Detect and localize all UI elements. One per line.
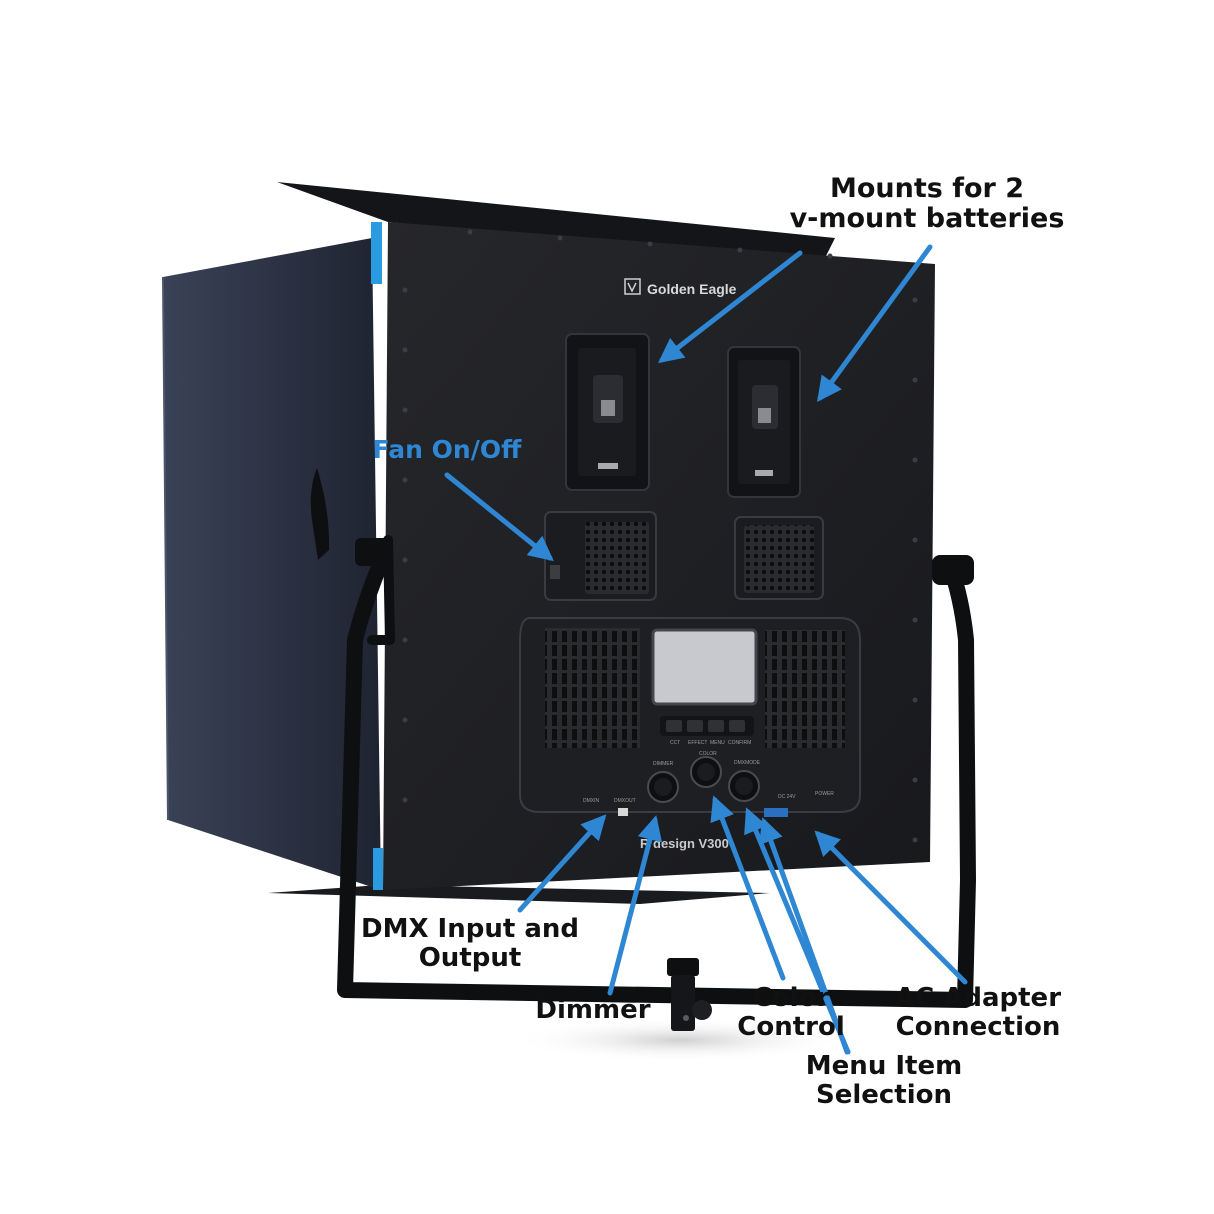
arrow-dimmer xyxy=(607,815,663,996)
button-label-cct: CCT xyxy=(670,740,680,746)
side-barndoor xyxy=(163,238,381,890)
vmount-plate-left xyxy=(565,333,650,491)
callout-menu-line-2: Selection xyxy=(815,1080,953,1111)
callout-menu-line-1: Menu Item xyxy=(805,1051,963,1081)
yoke-bracket xyxy=(337,535,976,1008)
button-label-effect: EFFECT xyxy=(688,740,707,746)
knob-label-dimmer: DIMMER xyxy=(653,761,674,767)
left-handle xyxy=(310,468,390,566)
knob-dmxmode xyxy=(728,770,760,802)
fan-box-right xyxy=(734,516,824,600)
model-name: R design V300 xyxy=(640,836,729,851)
callout-dmx: DMX Input and Output xyxy=(350,914,590,974)
vmount-plate-right xyxy=(727,346,801,498)
port-label-dc24v: DC 24V xyxy=(778,794,796,800)
bottom-barndoor xyxy=(268,885,770,904)
dc-port xyxy=(764,808,788,817)
hinge-strip-top xyxy=(371,222,382,284)
callout-color-line-1: Color xyxy=(752,983,830,1013)
arrow-mounts-right xyxy=(817,244,933,403)
callout-mounts-line-1: Mounts for 2 xyxy=(829,173,1025,204)
fan-box-left xyxy=(544,511,657,601)
callout-dimmer: Dimmer xyxy=(528,995,658,1025)
callout-color: Color Control xyxy=(722,983,860,1043)
golden-eagle-logo xyxy=(624,278,641,295)
port-label-dmxout: DMXOUT xyxy=(614,798,636,804)
callout-arrows xyxy=(444,244,968,1055)
port-label-dmxin: DMXIN xyxy=(583,798,600,804)
top-barndoor xyxy=(277,182,835,264)
knob-color xyxy=(690,756,722,788)
callout-mounts: Mounts for 2 v-mount batteries xyxy=(762,173,1092,235)
arrow-mounts-left xyxy=(658,250,803,364)
right-handle xyxy=(932,555,974,585)
callout-dmx-line-2: Output xyxy=(418,943,522,974)
panel-screws xyxy=(402,229,918,843)
callout-fan: Fan On/Off xyxy=(352,436,542,464)
knob-label-dmxmode: DMXMODE xyxy=(734,760,761,766)
brand-name: Golden Eagle xyxy=(647,281,737,297)
knob-label-color: COLOR xyxy=(699,751,717,757)
arrow-ac xyxy=(814,830,968,985)
knob-dimmer xyxy=(647,771,679,803)
floor-shadow xyxy=(510,1018,850,1062)
callout-fan-line-1: Fan On/Off xyxy=(372,435,522,464)
button-label-confirm: CONFIRM xyxy=(728,740,751,746)
callout-dmx-line-1: DMX Input and xyxy=(360,914,579,944)
callout-mounts-line-2: v-mount batteries xyxy=(789,203,1065,235)
mounting-spigot xyxy=(667,958,712,1031)
arrow-dmx xyxy=(517,814,607,913)
callout-color-line-2: Control xyxy=(737,1012,845,1043)
arrow-menu-2 xyxy=(759,817,850,1055)
dmx-port xyxy=(618,808,628,816)
arrow-fan xyxy=(444,472,554,562)
callout-ac-line-2: Connection xyxy=(895,1012,1061,1043)
hinge-strip-bottom xyxy=(373,848,383,890)
callout-menu: Menu Item Selection xyxy=(792,1051,976,1111)
port-label-power: POWER xyxy=(815,791,834,797)
control-box xyxy=(519,617,861,813)
callout-ac-line-1: AC Adapter xyxy=(894,983,1062,1013)
callout-dimmer-line-1: Dimmer xyxy=(535,995,651,1025)
lcd-screen xyxy=(651,628,758,706)
callout-ac: AC Adapter Connection xyxy=(880,983,1076,1043)
button-label-menu: MENU xyxy=(710,740,725,746)
arrow-color xyxy=(710,795,786,981)
